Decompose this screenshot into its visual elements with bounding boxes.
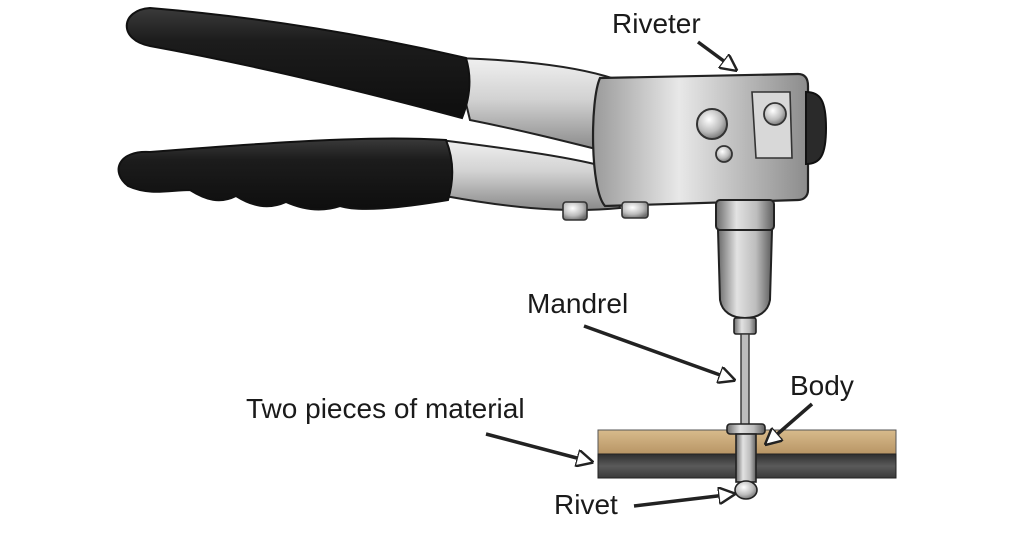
small-bolt: [715, 145, 733, 163]
underside-nut-1: [562, 201, 588, 221]
rivet-mandrel-head: [734, 480, 758, 500]
head-end-cap: [805, 90, 828, 166]
mandrel-shaft: [740, 333, 750, 431]
lower-handle-metal: [438, 138, 622, 212]
rivet-label: Rivet: [554, 489, 618, 520]
body-arrow: [766, 402, 814, 444]
pivot-bolt: [696, 108, 728, 140]
material-arrow: [485, 432, 592, 462]
rivet-arrow: [633, 494, 734, 508]
mandrel-arrow: [583, 324, 734, 380]
underside-nut-2: [621, 201, 649, 219]
rivet-flange: [726, 423, 766, 435]
body-label: Body: [790, 370, 854, 401]
riveter-label: Riveter: [612, 8, 701, 39]
upper-handle-grip: [125, 6, 471, 120]
material-label: Two pieces of material: [246, 393, 525, 424]
riveter-arrow: [696, 40, 736, 70]
lower-handle-grip: [117, 137, 454, 211]
mandrel-label: Mandrel: [527, 288, 629, 319]
side-screw: [763, 102, 787, 126]
nozzle-tip: [733, 317, 757, 335]
rivet-body: [735, 433, 757, 483]
nozzle-hex-nut: [715, 199, 775, 231]
nozzle-body: [716, 229, 774, 320]
